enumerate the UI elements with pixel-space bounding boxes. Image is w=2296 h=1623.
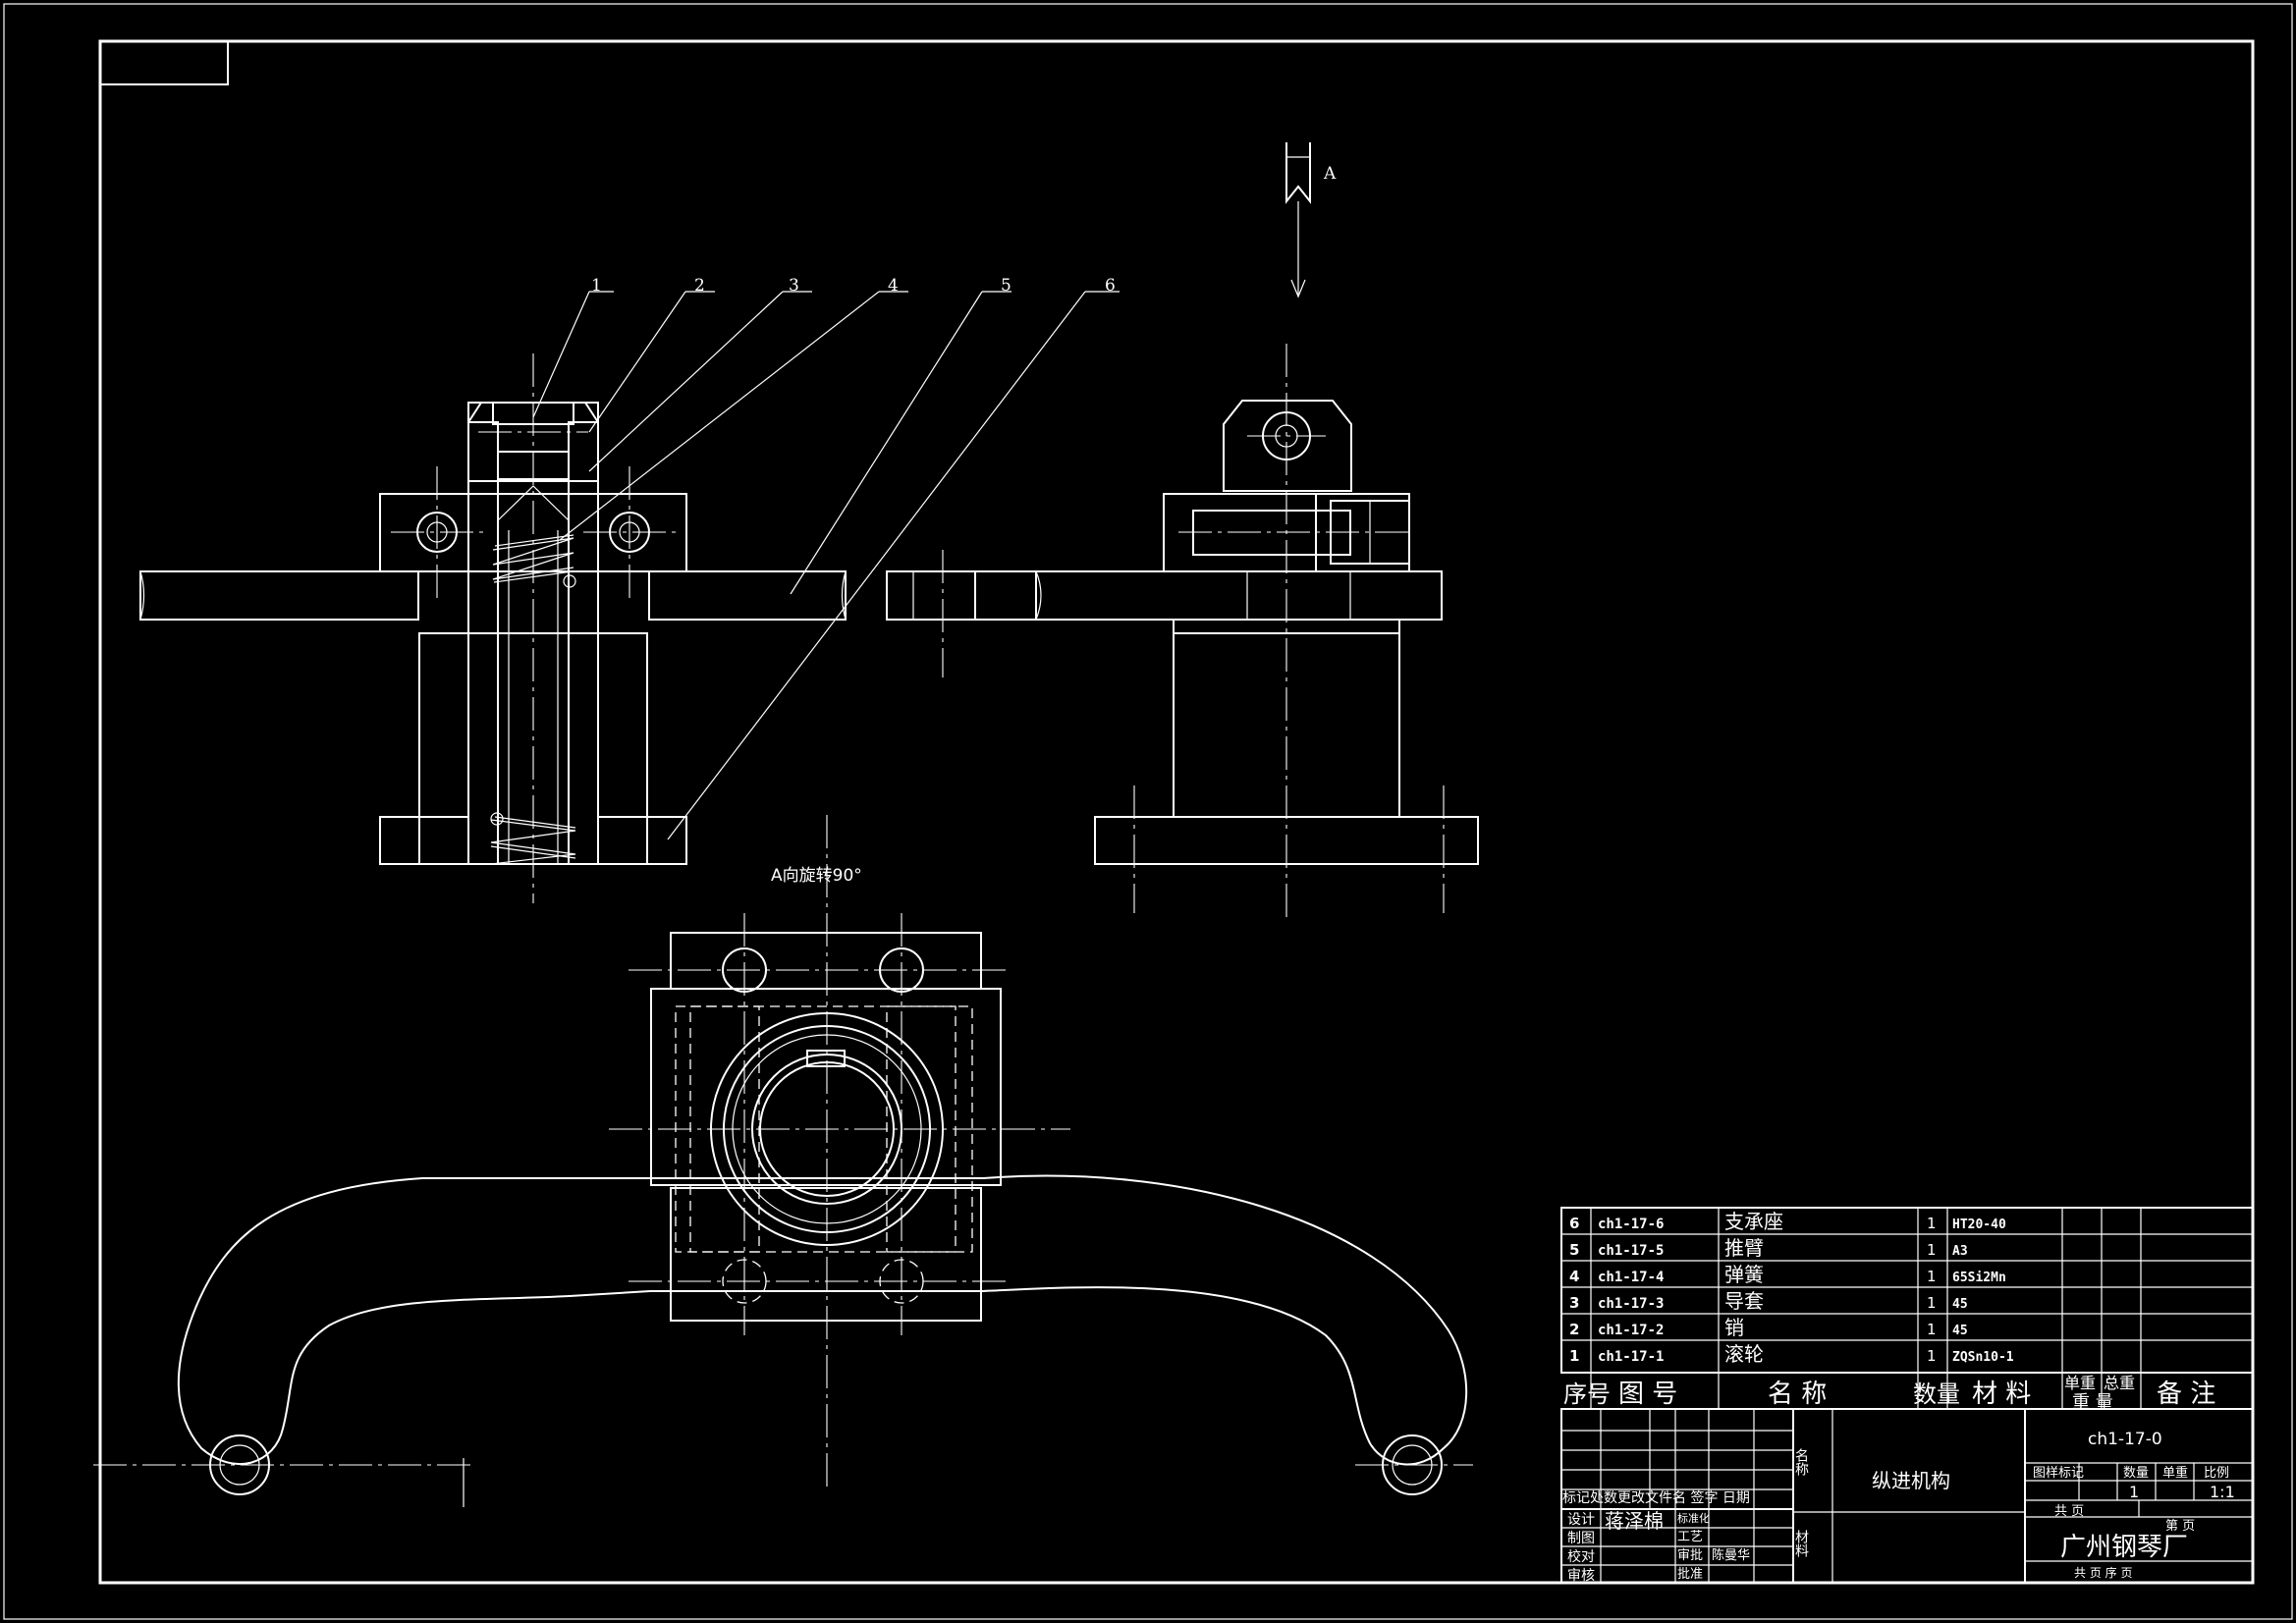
parts-row-qty: 1 (1927, 1215, 1937, 1232)
header-weight: 重 量 (2072, 1392, 2113, 1413)
parts-row-code: ch1-17-6 (1598, 1217, 1664, 1232)
company-name: 广州钢琴厂 (2060, 1533, 2188, 1562)
parts-row-no: 5 (1569, 1241, 1579, 1259)
parts-row-name: 导套 (1724, 1289, 1764, 1313)
sheet-number: 第 页 (2165, 1519, 2195, 1534)
header-code: 图 号 (1618, 1380, 1677, 1409)
parts-row-qty: 1 (1927, 1347, 1937, 1365)
parts-row-name: 推臂 (1724, 1236, 1764, 1260)
role-standard: 标准化 (1677, 1511, 1710, 1525)
parts-row-no: 4 (1569, 1268, 1579, 1285)
role-review: 审核 (1567, 1568, 1595, 1584)
drawing-number: ch1-17-0 (2088, 1430, 2162, 1449)
role-design: 设计 (1567, 1512, 1595, 1528)
approver-name: 陈曼华 (1712, 1547, 1750, 1563)
parts-row-material: 65Si2Mn (1952, 1271, 2006, 1285)
parts-list (1560, 1207, 2254, 1409)
header-unit-weight: 单重 (2064, 1374, 2096, 1392)
parts-row-no: 3 (1569, 1294, 1579, 1312)
role-drawing: 制图 (1567, 1531, 1595, 1546)
parts-row-code: ch1-17-2 (1598, 1323, 1664, 1338)
parts-row-code: ch1-17-1 (1598, 1349, 1664, 1365)
parts-row-code: ch1-17-5 (1598, 1243, 1664, 1259)
role-approve: 审批 (1677, 1548, 1703, 1563)
scale-label: 比例 (2204, 1466, 2229, 1481)
balloon-6: 6 (1105, 276, 1116, 296)
parts-row-code: ch1-17-3 (1598, 1296, 1664, 1312)
parts-header: 序号 图 号 名 称 数量 材 料 单重 总重 重 量 备 注 (1563, 1374, 2215, 1413)
header-material: 材 料 (1972, 1380, 2031, 1409)
weight-label: 单重 (2162, 1465, 2188, 1481)
title-block: 标记处数更改文件名 签字 日期 设计 制图 校对 审核 蒋泽棉 标准化 工艺 审… (1560, 1408, 2254, 1584)
revision-header: 标记处数更改文件名 签字 日期 (1562, 1489, 1750, 1506)
parts-row-no: 1 (1569, 1347, 1579, 1365)
view-a-caption: A向旋转90° (771, 866, 862, 886)
parts-row-name: 滚轮 (1724, 1342, 1764, 1366)
parts-row-material: 45 (1952, 1297, 1968, 1312)
designer-name: 蒋泽棉 (1605, 1509, 1664, 1533)
part-balloons: 1 2 3 4 5 6 (591, 276, 1116, 296)
role-process: 工艺 (1677, 1530, 1703, 1544)
parts-row-material: HT20-40 (1952, 1217, 2006, 1232)
header-no: 序号 (1563, 1380, 1611, 1408)
parts-row-no: 2 (1569, 1321, 1579, 1338)
header-qty: 数量 (1913, 1380, 1960, 1408)
parts-row-name: 弹簧 (1724, 1263, 1764, 1286)
balloon-3: 3 (789, 276, 799, 296)
name-label: 名称 (1793, 1448, 1809, 1477)
corner-code-box (99, 40, 229, 85)
drawing-title: 纵进机构 (1872, 1469, 1950, 1492)
parts-row-name: 支承座 (1724, 1210, 1783, 1233)
header-remark: 备 注 (2157, 1380, 2215, 1409)
parts-row-no: 6 (1569, 1215, 1579, 1232)
balloon-2: 2 (694, 276, 705, 296)
parts-row-material: 45 (1952, 1324, 1968, 1338)
parts-row-qty: 1 (1927, 1294, 1937, 1312)
view-a-arrow-label: A (1323, 164, 1337, 184)
quantity-value: 1 (2129, 1483, 2139, 1501)
role-check: 校对 (1567, 1548, 1595, 1565)
balloon-4: 4 (888, 276, 899, 296)
balloon-1: 1 (591, 276, 602, 296)
stage-label: 图样标记 (2033, 1466, 2084, 1481)
parts-row-qty: 1 (1927, 1321, 1937, 1338)
parts-row-material: ZQSn10-1 (1952, 1350, 2014, 1365)
header-total-weight: 总重 (2104, 1374, 2135, 1392)
sheets-total: 共 页 (2054, 1504, 2084, 1519)
side-view: A (886, 142, 1479, 923)
parts-row-code: ch1-17-4 (1598, 1270, 1664, 1285)
drawing-frame (98, 39, 2255, 1585)
material-label: 材料 (1793, 1530, 1809, 1557)
parts-row-qty: 1 (1927, 1268, 1937, 1285)
quantity-label: 数量 (2123, 1466, 2149, 1481)
parts-row-material: A3 (1952, 1244, 1968, 1259)
header-name: 名 称 (1768, 1380, 1827, 1409)
parts-row-name: 销 (1724, 1316, 1744, 1339)
balloon-5: 5 (1001, 276, 1011, 296)
front-section-view (139, 291, 1120, 903)
view-a-rotated: A向旋转90° (93, 815, 1473, 1507)
role-approve2: 批准 (1677, 1567, 1703, 1582)
outer-sheet-border (3, 3, 2293, 1620)
footer-note: 共 页 序 页 (2074, 1565, 2132, 1580)
scale-value: 1:1 (2210, 1483, 2235, 1501)
parts-row-qty: 1 (1927, 1241, 1937, 1259)
